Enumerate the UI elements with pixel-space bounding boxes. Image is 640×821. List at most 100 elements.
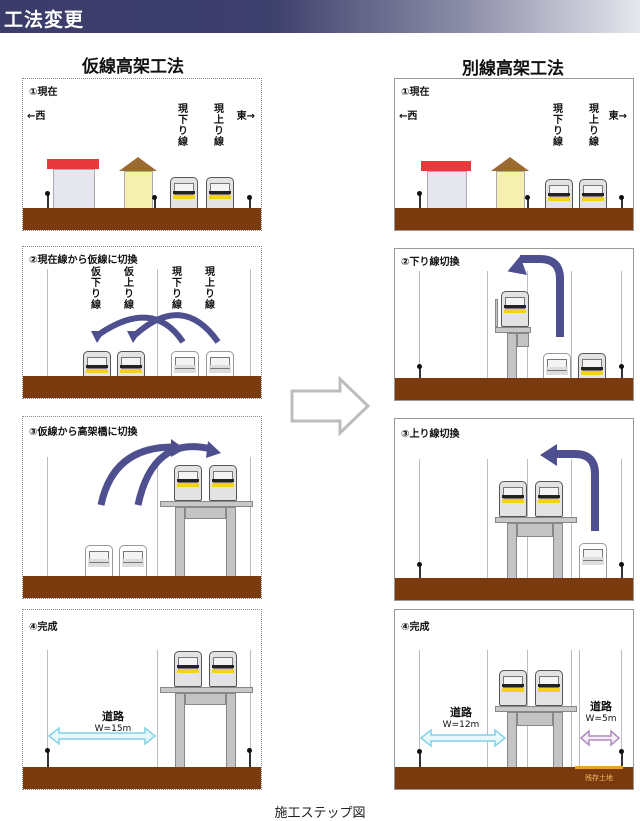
east-label: 東→ xyxy=(236,111,255,122)
curved-arrow xyxy=(97,443,174,506)
viaduct-beam xyxy=(517,333,529,347)
viaduct-pier xyxy=(507,523,517,581)
boundary-line xyxy=(621,271,622,381)
boundary-line xyxy=(47,269,48,379)
panel-right-step2: ②下り線切換 xyxy=(394,248,634,401)
viaduct-pier xyxy=(507,333,517,381)
track-label: 現下り線 xyxy=(178,104,188,148)
panel-left-step1: ①現在 ←西 東→ 現下り線 現上り線 xyxy=(22,78,262,231)
boundary-post xyxy=(417,364,422,381)
panel-left-step4: ④完成 道路 W=15m xyxy=(22,609,262,790)
boundary-line xyxy=(571,271,572,381)
boundary-line xyxy=(487,650,488,770)
boundary-post xyxy=(417,749,422,770)
switch-arrows xyxy=(91,312,221,344)
boundary-line xyxy=(419,271,420,381)
panel-right-step3: ③上り線切換 xyxy=(394,418,634,601)
ground xyxy=(395,208,633,230)
boundary-line xyxy=(419,459,420,581)
boundary-line xyxy=(47,650,48,770)
train-ghost-icon xyxy=(579,543,607,579)
viaduct-deck xyxy=(160,687,253,693)
arrowhead xyxy=(540,444,557,466)
curved-arrow xyxy=(134,443,212,506)
viaduct-pier xyxy=(226,507,236,578)
viaduct-pier xyxy=(175,507,185,578)
remaining-land-label: 残存土地 xyxy=(585,774,613,782)
track-label: 現下り線 xyxy=(553,104,563,148)
west-label: ←西 xyxy=(399,111,418,122)
step-label: ④完成 xyxy=(29,622,58,633)
column-title-left: 仮線高架工法 xyxy=(82,57,184,77)
viaduct-beam xyxy=(517,712,553,726)
road-label: 道路 W=15m xyxy=(94,710,132,734)
page-title: 工法変更 xyxy=(4,9,85,31)
ground xyxy=(395,578,633,600)
viaduct-deck xyxy=(495,706,577,712)
boundary-post xyxy=(45,191,50,210)
boundary-line xyxy=(250,269,251,379)
ground xyxy=(395,767,633,789)
train-icon xyxy=(209,465,237,501)
road-width-arrows xyxy=(419,728,621,748)
viaduct-deck xyxy=(495,327,531,333)
track-label: 現上り線 xyxy=(205,267,215,311)
viaduct-deck xyxy=(495,517,577,523)
arrowhead xyxy=(206,441,221,458)
u-turn-arrow xyxy=(520,255,564,337)
ground xyxy=(395,378,633,400)
boundary-post xyxy=(619,195,624,210)
boundary-line xyxy=(157,650,158,770)
ground xyxy=(23,576,261,598)
figure-caption: 施工ステップ図 xyxy=(274,806,366,821)
boundary-post xyxy=(619,562,624,581)
boundary-post xyxy=(619,749,624,770)
east-label: 東→ xyxy=(608,111,627,122)
header-bar: 工法変更 xyxy=(0,0,640,33)
train-icon xyxy=(209,651,237,687)
train-icon xyxy=(535,670,563,706)
track-label: 現上り線 xyxy=(214,104,224,148)
ground xyxy=(23,208,261,230)
train-icon xyxy=(206,177,234,213)
step-label: ④完成 xyxy=(401,622,430,633)
boundary-line xyxy=(621,459,622,581)
viaduct-beam xyxy=(517,523,553,537)
road-label: 道路 W=12m xyxy=(442,706,480,730)
boundary-line xyxy=(250,650,251,770)
panel-right-step1: ①現在 ←西 東→ 現下り線 現上り線 xyxy=(394,78,634,231)
ground xyxy=(23,376,261,398)
train-icon xyxy=(499,670,527,706)
boundary-line xyxy=(250,457,251,579)
train-icon xyxy=(535,481,563,517)
double-arrow xyxy=(579,729,621,747)
viaduct-beam xyxy=(185,507,226,519)
train-ghost-icon xyxy=(119,545,147,581)
step-label: ③上り線切換 xyxy=(401,429,460,440)
track-label: 仮下り線 xyxy=(91,267,101,311)
boundary-line xyxy=(157,269,158,379)
boundary-post xyxy=(45,748,50,769)
panel-left-step2: ②現在線から仮線に切換 仮下り線 仮上り線 現下り線 現上り線 xyxy=(22,246,262,399)
boundary-line xyxy=(157,457,158,579)
ground xyxy=(23,767,261,789)
train-icon xyxy=(501,291,529,327)
boundary-post xyxy=(619,364,624,381)
next-step-arrow-icon xyxy=(290,375,371,437)
train-icon xyxy=(499,481,527,517)
step-label: ②下り線切換 xyxy=(401,257,460,268)
track-label: 仮上り線 xyxy=(124,267,134,311)
train-icon xyxy=(170,177,198,213)
train-icon xyxy=(174,651,202,687)
double-arrow xyxy=(419,728,507,748)
house-icon xyxy=(421,161,471,215)
panel-right-step4: ④完成 道路 W=12m 道路 W=5m 残存土地 xyxy=(394,609,634,790)
viaduct-beam xyxy=(185,693,226,705)
boundary-line xyxy=(419,650,420,770)
column-title-right: 別線高架工法 xyxy=(462,59,564,79)
curved-arrow xyxy=(132,312,221,344)
double-arrow xyxy=(47,726,157,746)
boundary-post xyxy=(417,562,422,581)
boundary-post xyxy=(525,195,530,210)
road-width-arrow xyxy=(47,726,157,746)
